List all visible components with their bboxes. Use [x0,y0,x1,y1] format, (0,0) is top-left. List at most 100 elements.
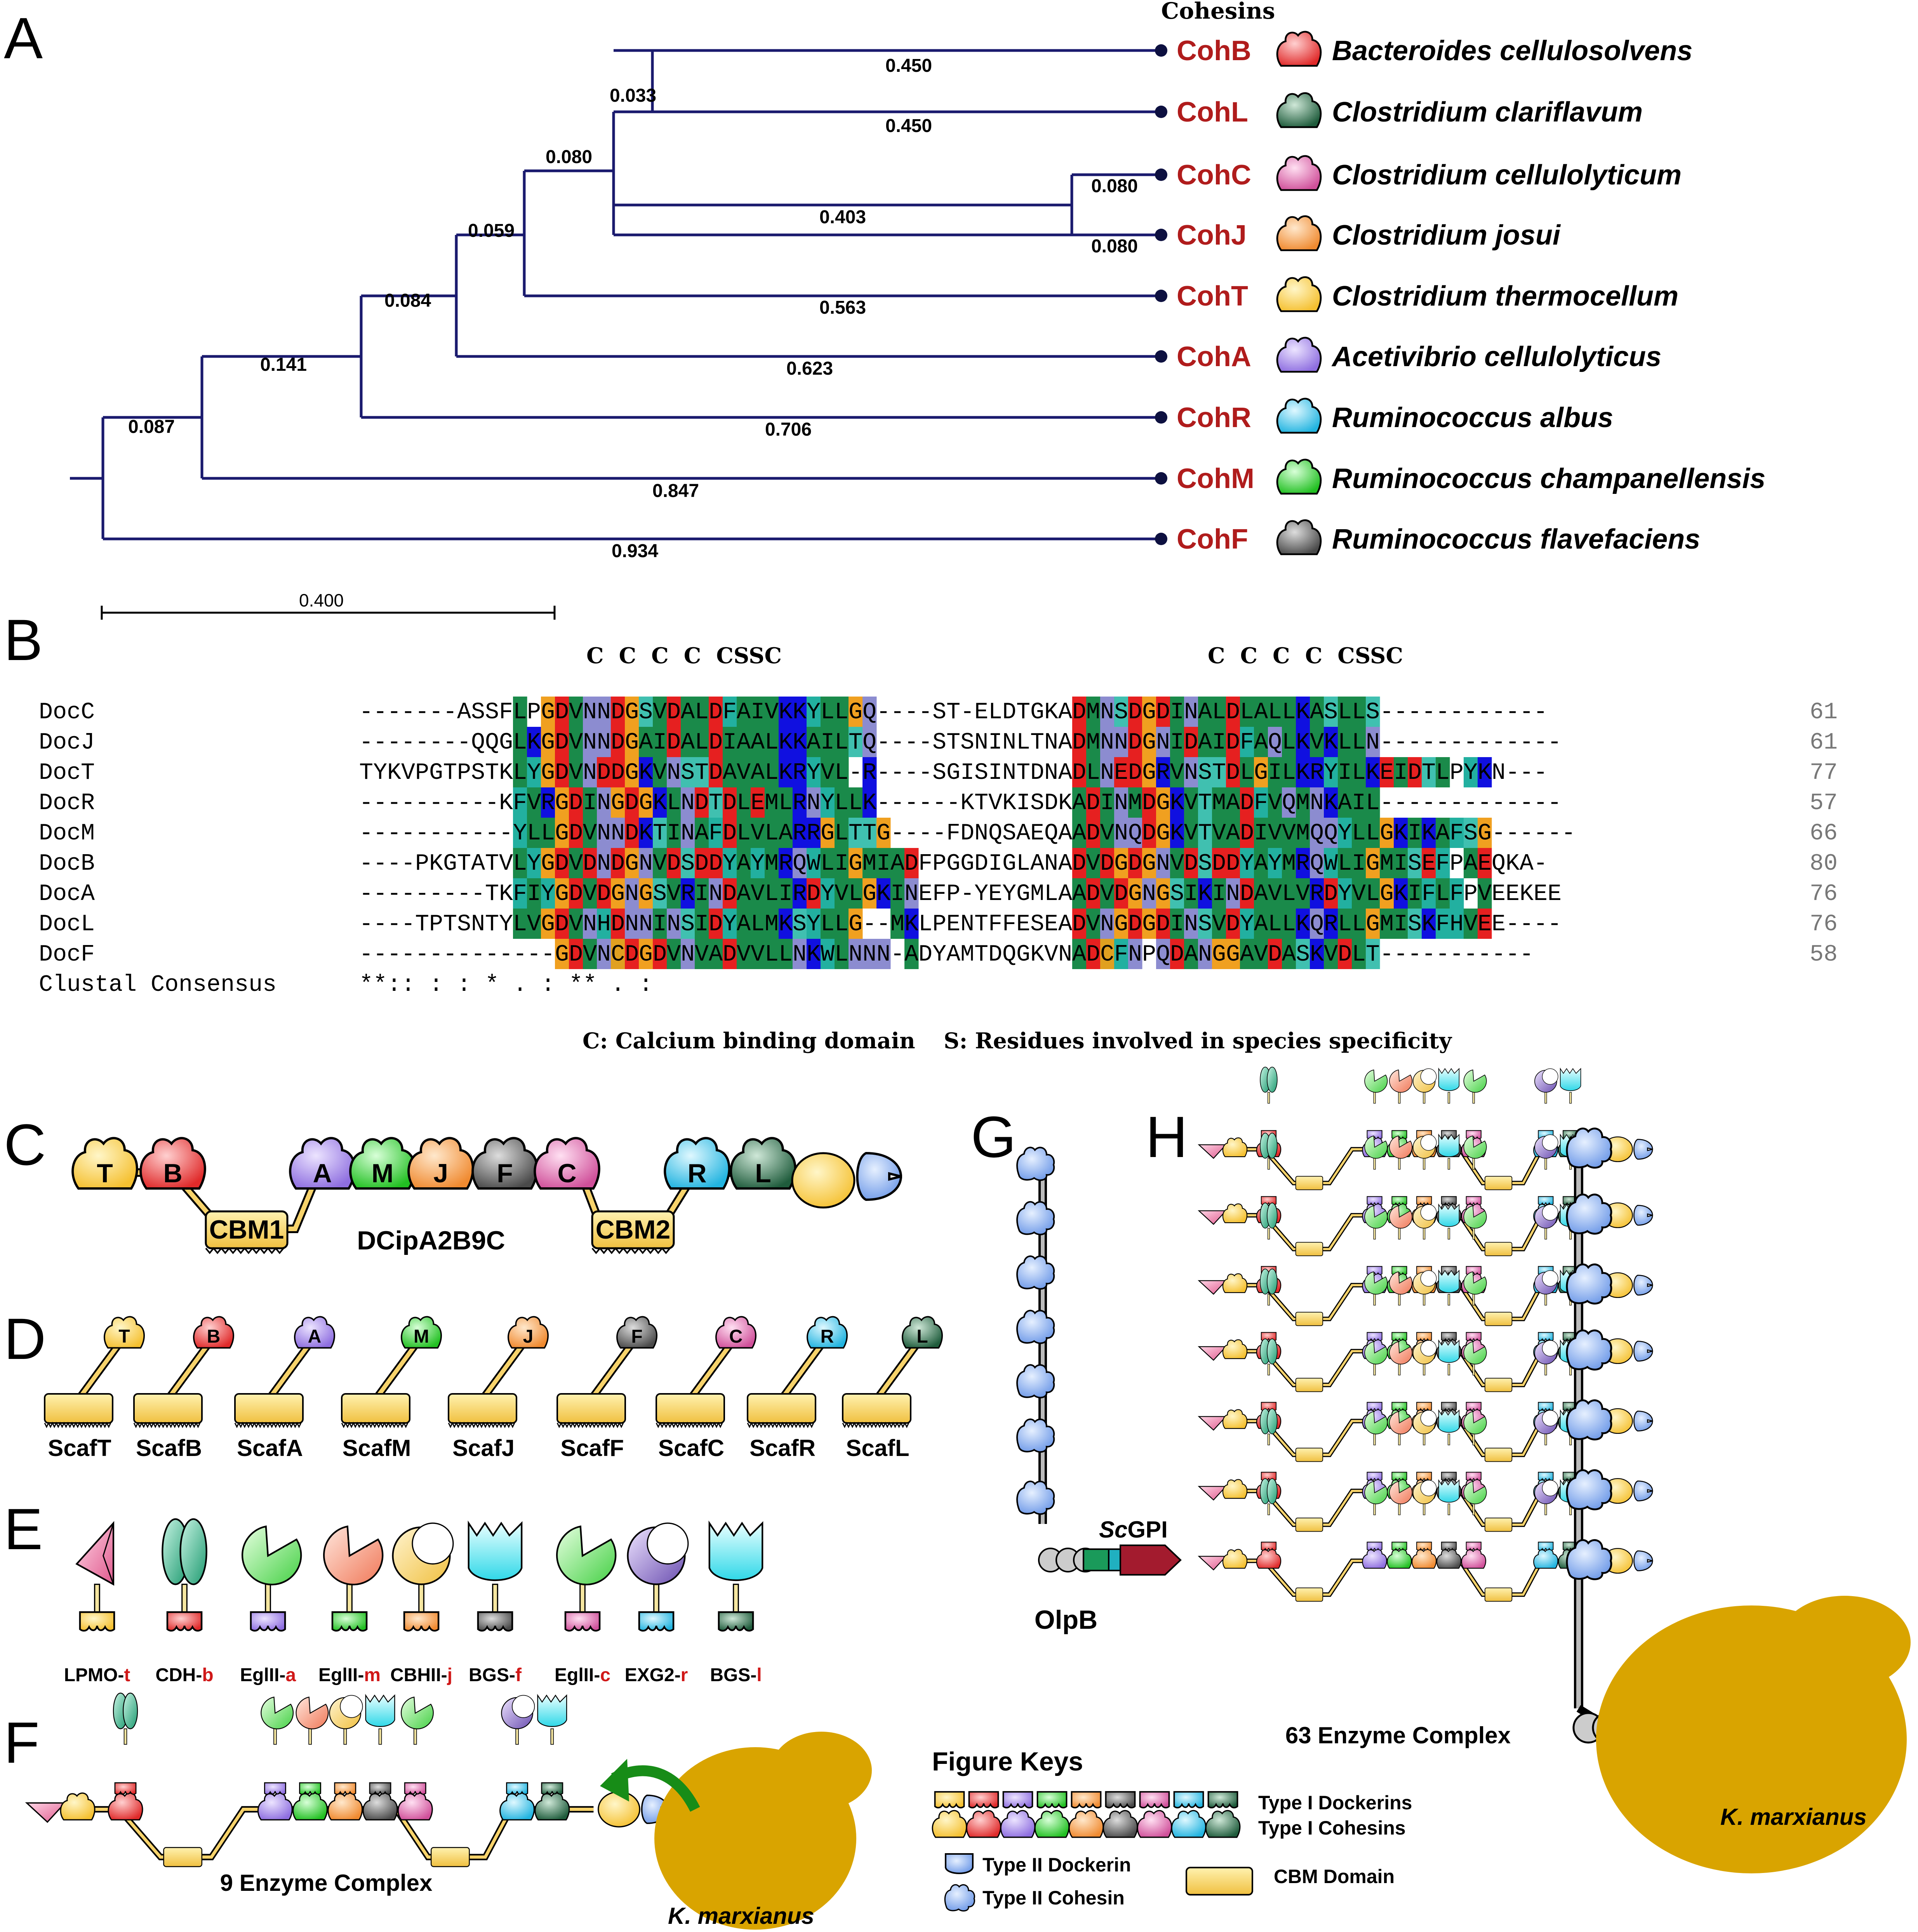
species-name: Acetivibrio cellulolyticus [1331,341,1661,372]
scgpi-label: ScGPI [1099,1517,1168,1543]
legend-calcium: C: Calcium binding domain [583,1028,915,1054]
scaffold-name: ScafR [749,1435,816,1461]
x-module [791,1152,856,1209]
enzyme-name: BGS-f [469,1665,522,1685]
sequence-row: ----PKGTATVLYGDVDNDGNVDSDDYAYMRQWLIGMIAD… [359,851,1548,877]
cohesin-label: CohR [1177,402,1251,433]
key-cohesin-icon [1137,1810,1172,1838]
enzyme: EglII-c [555,1525,617,1685]
figure-keys-title: Figure Keys [932,1747,1083,1776]
cohesins-header: Cohesins [1161,0,1275,24]
leaf-node [1155,350,1167,363]
phylogenetic-tree [70,49,1161,540]
sequence-name: DocA [39,881,95,907]
branch-length: 0.623 [786,358,833,379]
key-type1-cohesins: Type I Cohesins [1258,1817,1406,1839]
branch-length: 0.080 [1091,236,1138,257]
scaffold-name: ScafA [237,1435,303,1461]
key-dockerin-icon [1105,1791,1136,1809]
residue-count: 58 [1810,942,1838,968]
key-dockerin-icon [1173,1791,1204,1809]
leaf-node [1155,229,1167,241]
cohesin-letter: J [433,1159,448,1188]
key-dockerin-icon [1036,1791,1068,1809]
branch-length: 0.450 [885,56,932,76]
sequence-name: DocJ [39,730,95,756]
sequence-name: DocB [39,851,95,877]
cohesin-icon [1277,93,1321,127]
cohesin-letter: T [97,1159,113,1188]
branch-length: 0.141 [260,354,307,375]
enzyme-name: CDH-b [155,1665,213,1685]
branch-length: 0.080 [546,147,592,167]
sixty-three-enzyme-label: 63 Enzyme Complex [1285,1722,1511,1748]
panel-label-b: B [4,607,43,672]
yeast-label-h: K. marxianus [1720,1804,1867,1830]
cohesin-icon [1277,216,1321,250]
cohesin-letter: M [372,1159,394,1188]
enzyme: CBHII-j [390,1522,454,1685]
residue-count: 76 [1810,881,1838,907]
leaf-node [1155,290,1167,302]
type2-cohesin [1016,1147,1055,1181]
cbm1-label: CBM1 [209,1215,284,1244]
key-dockerin-icon [1207,1791,1238,1809]
svg-text:L: L [916,1326,928,1347]
type2-cohesin [1016,1418,1055,1453]
key-dockerin-icon [1002,1791,1033,1809]
residue-count: 66 [1810,820,1838,847]
svg-text:R: R [821,1326,834,1347]
sequence-row: --------------GDVNCDGDVNVADVVLLNKWLNNN-A… [359,942,1534,968]
key-cohesin-icon [1000,1810,1036,1838]
nine-enzyme-complex [25,1692,669,1867]
type2-cohesin [1016,1364,1055,1399]
cohesin-label: CohF [1177,524,1248,555]
sequence-name: DocL [39,911,95,938]
cohesin-letter: L [755,1159,771,1188]
sequence-name: DocR [39,790,95,817]
enzyme: BGS-f [468,1520,523,1685]
svg-text:A: A [308,1326,322,1347]
key-cohesin-icon [1034,1810,1070,1838]
sequence-name: DocF [39,942,95,968]
sequence-name: DocC [39,699,95,726]
cohesin-letter: C [557,1159,576,1188]
top-markers-right: C C C C CSSC [1208,643,1403,669]
key-cohesin-icon [966,1810,1002,1838]
cohesin-icon [1277,32,1321,66]
species-name: Clostridium cellulolyticum [1332,160,1682,191]
branch-length: 0.847 [652,481,699,501]
key-type2-cohesin-icon [944,1884,975,1912]
sequence-row: --------QQGLKGDVNNDGAIDALDIAALKKAILTQ---… [359,730,1562,756]
sequence-alignment: DocC-------ASSFLPGDVNNDGSVDALDFAIVKKYLLG… [39,699,1838,998]
enzyme-name: EglII-c [555,1665,610,1685]
scale-bar-label: 0.400 [299,590,344,610]
cohesin-icon [1277,460,1321,494]
cohesin-icon [1277,338,1321,372]
enzyme: CDH-b [155,1518,214,1685]
svg-text:F: F [631,1326,642,1347]
branch-length: 0.084 [384,290,431,311]
arrow-icon [600,1759,629,1802]
enzyme: EXG2-r [625,1522,689,1685]
cohesin-icon [1277,277,1321,311]
leaf-node [1155,44,1167,57]
consensus-row: **:: : : * . : ** . : [359,972,653,998]
branch-length: 0.563 [819,297,866,318]
leaf-node [1155,169,1167,181]
species-name: Clostridium clariflavum [1332,97,1643,128]
top-markers-left: C C C C CSSC [586,643,782,669]
miniscaffold: R ScafR [747,1316,848,1461]
alignment-coloring [513,697,1492,969]
key-dockerin-icon [968,1791,999,1809]
cohesin-icon [1277,156,1321,190]
enzyme-complex-row [1198,1478,1653,1602]
enzyme-name: CBHII-j [390,1665,452,1685]
svg-text:C: C [729,1326,743,1347]
